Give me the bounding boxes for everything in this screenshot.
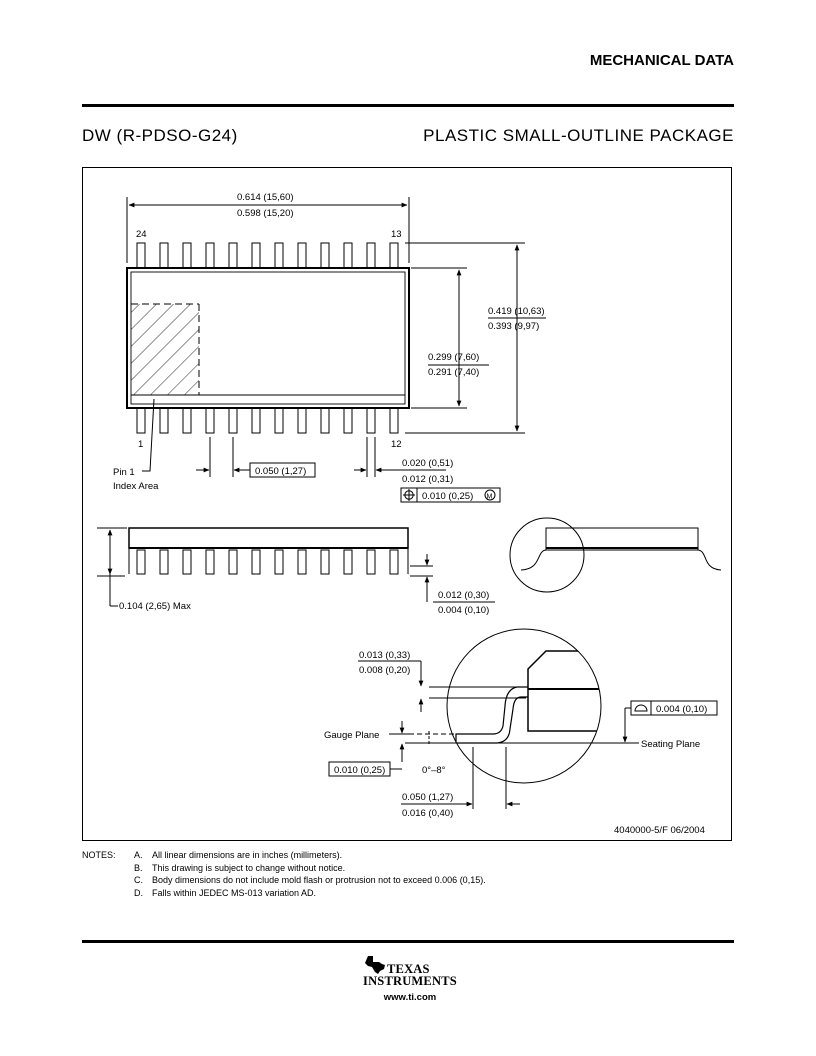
pin1-label-line1: Pin 1 <box>113 467 135 478</box>
pin-13-label: 13 <box>391 229 402 240</box>
gauge-plane-label: Gauge Plane <box>324 730 379 741</box>
lead-thickness-min-label: 0.008 (0,20) <box>359 665 410 676</box>
note-item: A.All linear dimensions are in inches (m… <box>134 850 343 860</box>
lead-width-max-label: 0.020 (0,51) <box>402 458 453 469</box>
pin-12-label: 12 <box>391 439 402 450</box>
pin-1-label: 1 <box>138 439 143 450</box>
logo-line1: TEXAS <box>387 962 430 976</box>
overall-width-max-label: 0.419 (10,63) <box>488 306 545 317</box>
note-item: D.Falls within JEDEC MS-013 variation AD… <box>134 887 317 898</box>
foot-length-max-label: 0.050 (1,27) <box>402 792 453 803</box>
standoff-min-label: 0.004 (0,10) <box>438 605 489 616</box>
pin-24-label: 24 <box>136 229 147 240</box>
website-link[interactable]: www.ti.com <box>383 992 437 1003</box>
gauge-distance-label: 0.010 (0,25) <box>334 765 385 776</box>
bottom-rule <box>82 940 734 943</box>
drawing-frame: 0.614 (15,60) 0.598 (15,20) 24 13 1 12 0… <box>82 167 732 841</box>
overall-width-min-label: 0.393 (9,97) <box>488 321 539 332</box>
position-tolerance-label: 0.010 (0,25) <box>422 491 473 502</box>
package-name: PLASTIC SMALL-OUTLINE PACKAGE <box>423 126 734 145</box>
drawing-id: 4040000-5/F 06/2004 <box>614 825 705 836</box>
seating-plane-label: Seating Plane <box>641 739 700 750</box>
angle-label: 0°–8° <box>422 765 446 776</box>
standoff-max-label: 0.012 (0,30) <box>438 590 489 601</box>
pin1-index-area <box>131 304 199 395</box>
side-view <box>97 527 495 607</box>
notes-label: NOTES: <box>82 850 116 860</box>
lead-thickness-max-label: 0.013 (0,33) <box>359 650 410 661</box>
pin1-label-line2: Index Area <box>113 481 159 492</box>
pitch-label: 0.050 (1,27) <box>255 466 306 477</box>
package-code: DW (R-PDSO-G24) <box>82 126 238 145</box>
lead-width-min-label: 0.012 (0,31) <box>402 474 453 485</box>
height-max-label: 0.104 (2,65) Max <box>119 601 191 612</box>
length-min-label: 0.598 (15,20) <box>237 208 294 219</box>
length-max-label: 0.614 (15,60) <box>237 192 294 203</box>
bottom-leads <box>136 407 399 434</box>
texas-state-icon <box>365 956 385 974</box>
body-width-max-label: 0.299 (7,60) <box>428 352 479 363</box>
top-view <box>126 197 546 503</box>
position-modifier-label: M <box>487 494 493 501</box>
side-view-leads <box>136 549 399 575</box>
top-rule <box>82 104 734 107</box>
detail-view <box>328 628 718 809</box>
footer-logo[interactable]: TEXAS INSTRUMENTS www.ti.com <box>360 955 460 1005</box>
foot-length-min-label: 0.016 (0,40) <box>402 808 453 819</box>
end-view <box>509 517 722 593</box>
coplanarity-label: 0.004 (0,10) <box>656 704 707 715</box>
note-item: C.Body dimensions do not include mold fl… <box>134 875 486 885</box>
section-title: MECHANICAL DATA <box>589 52 734 69</box>
note-item: B.This drawing is subject to change with… <box>134 862 346 873</box>
top-leads <box>136 242 399 269</box>
body-width-min-label: 0.291 (7,40) <box>428 367 479 378</box>
logo-line2: INSTRUMENTS <box>363 974 457 988</box>
